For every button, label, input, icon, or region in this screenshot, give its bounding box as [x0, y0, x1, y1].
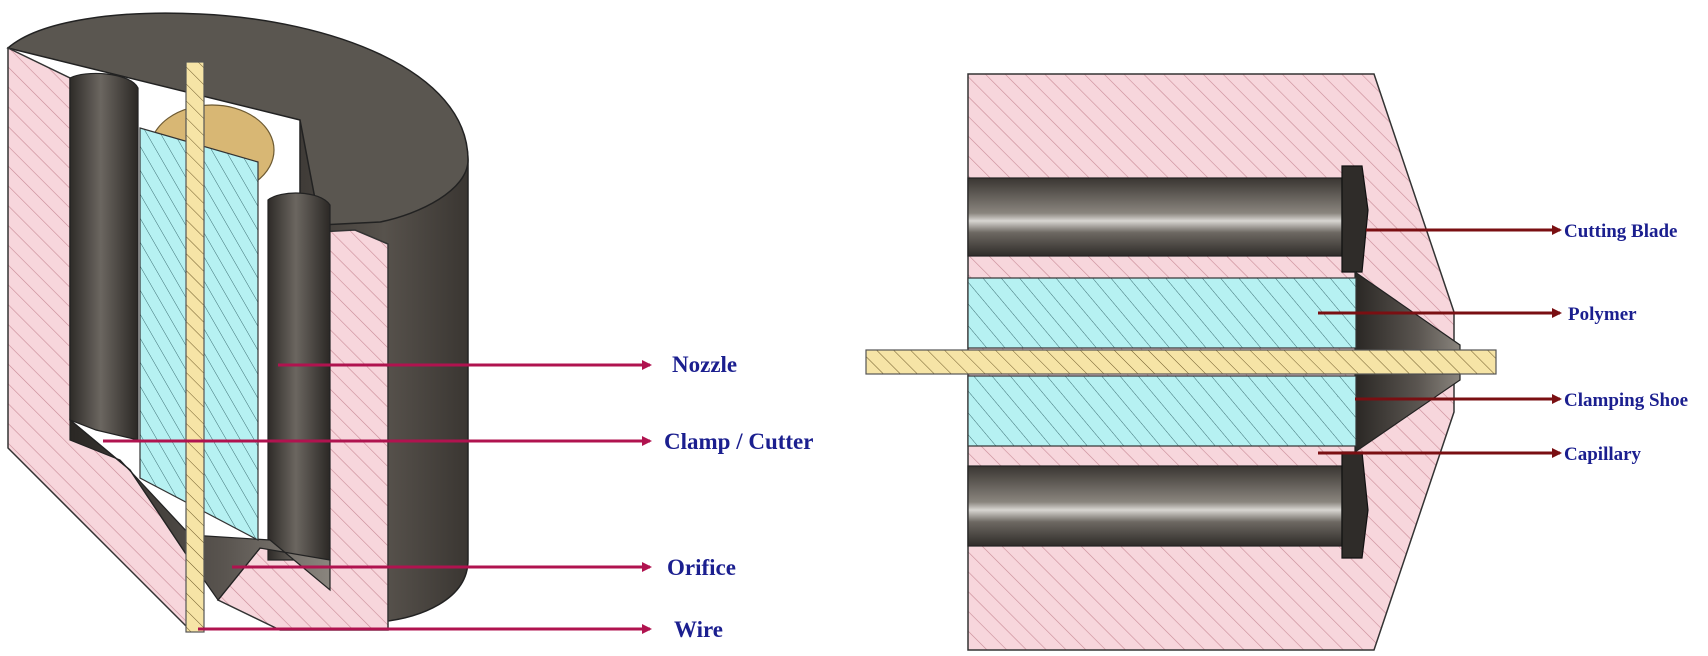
cutting-blade-lower — [1341, 451, 1369, 559]
nozzle-cutaway-3d — [6, 12, 469, 633]
label-capillary: Capillary — [1564, 444, 1642, 465]
cutting-blade-upper — [1341, 165, 1369, 273]
nozzle-top-face — [6, 12, 469, 226]
label-wire: Wire — [674, 617, 723, 642]
label-orifice: Orifice — [667, 555, 736, 580]
wire-2d — [865, 349, 1497, 375]
polymer-block-lower — [967, 375, 1357, 447]
wire-3d — [185, 61, 205, 633]
polymer-block-upper — [967, 277, 1357, 349]
nozzle-cross-section-2d — [865, 73, 1497, 651]
label-polymer: Polymer — [1568, 304, 1637, 325]
label-cutting-blade: Cutting Blade — [1564, 221, 1678, 242]
section-bore-upper — [967, 177, 1343, 257]
left-callouts: Nozzle Clamp / Cutter Orifice Wire — [103, 352, 813, 642]
label-clamp-cutter: Clamp / Cutter — [664, 429, 813, 454]
nozzle-bore-right — [267, 192, 331, 561]
nozzle-bore-left — [69, 72, 139, 441]
section-bore-lower — [967, 465, 1343, 547]
label-clamping-shoe: Clamping Shoe — [1564, 390, 1688, 411]
right-callouts: Cutting Blade Polymer Clamping Shoe Capi… — [1318, 221, 1688, 465]
label-nozzle: Nozzle — [672, 352, 737, 377]
